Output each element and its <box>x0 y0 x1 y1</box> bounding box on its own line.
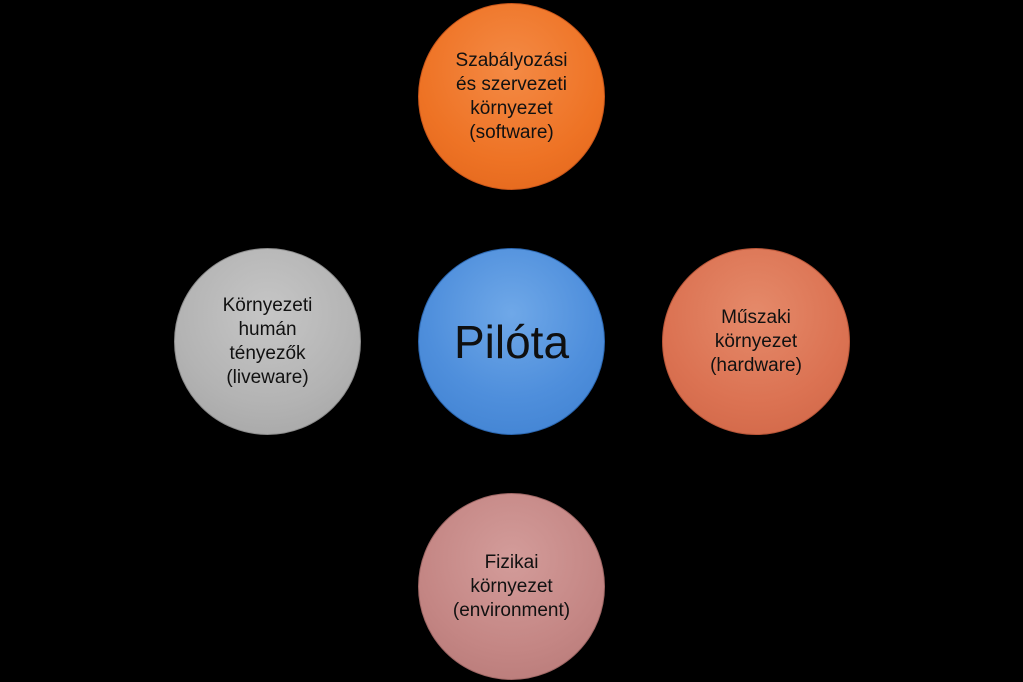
pilot-node-label: Pilóta <box>453 315 570 368</box>
environment-node-label: Fizikai környezet (environment) <box>452 551 571 621</box>
hardware-node-label: Műszaki környezet (hardware) <box>710 306 802 376</box>
software-node-label: Szabályozási és szervezeti környezet (so… <box>455 49 568 143</box>
software-node: Szabályozási és szervezeti környezet (so… <box>418 3 605 190</box>
liveware-node-label: Környezeti humán tényezők (liveware) <box>222 294 313 388</box>
pilot-node: Pilóta <box>418 248 605 435</box>
liveware-node: Környezeti humán tényezők (liveware) <box>174 248 361 435</box>
hardware-node: Műszaki környezet (hardware) <box>662 248 850 435</box>
environment-node: Fizikai környezet (environment) <box>418 493 605 680</box>
